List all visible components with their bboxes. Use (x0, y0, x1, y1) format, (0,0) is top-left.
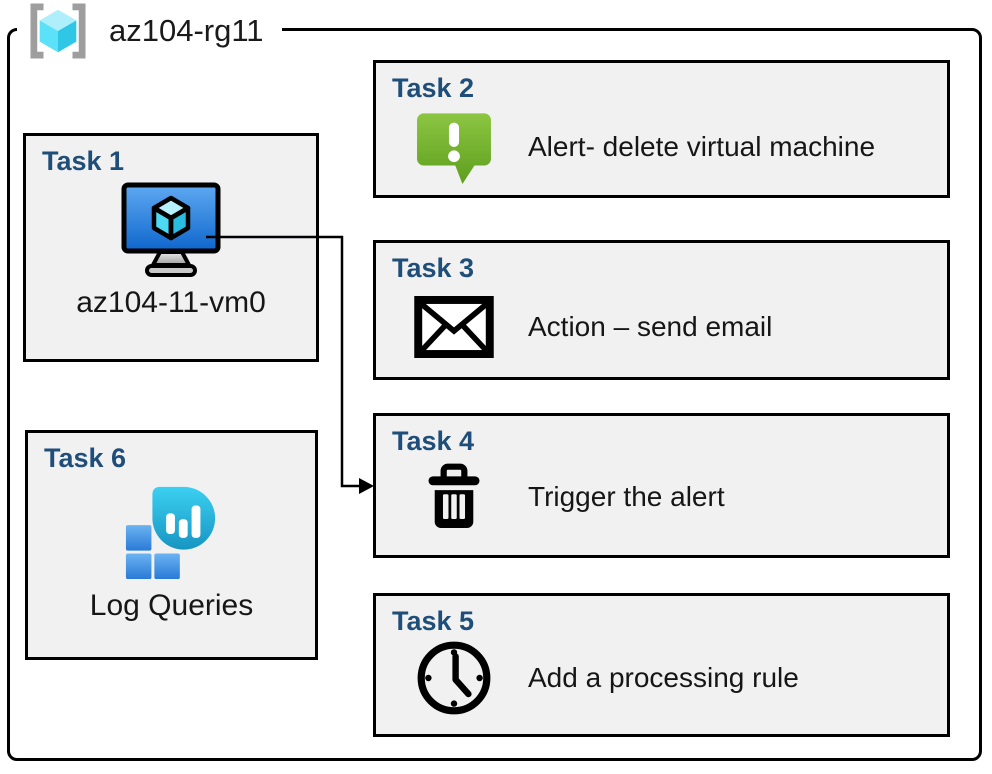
resource-group-icon (23, 3, 93, 59)
resource-group-name: az104-rg11 (109, 13, 264, 48)
task1-title: Task 1 (42, 146, 125, 176)
resource-group-header: az104-rg11 (17, 2, 282, 60)
log-analytics-icon (44, 483, 299, 581)
task6-label: Log Queries (89, 589, 254, 622)
virtual-machine-icon (42, 182, 300, 278)
task3-box: Task 3 Action – send email (373, 240, 950, 380)
clock-icon (406, 636, 502, 720)
task3-label: Action – send email (528, 311, 773, 342)
task1-label: az104-11-vm0 (76, 286, 266, 319)
task3-title: Task 3 (392, 253, 475, 283)
task5-title: Task 5 (392, 606, 475, 636)
task4-box: Task 4 Trigger the alert (373, 413, 950, 558)
task1-box: Task 1 az104-11-vm0 (23, 133, 319, 362)
task5-box: Task 5 Add a processing rule (373, 593, 950, 737)
task5-label: Add a processing rule (528, 662, 799, 693)
alert-message-icon (406, 105, 502, 189)
task6-title: Task 6 (44, 443, 127, 473)
task4-label: Trigger the alert (528, 481, 725, 512)
email-envelope-icon (406, 285, 502, 369)
task4-title: Task 4 (392, 426, 475, 456)
delete-trash-icon (406, 454, 502, 540)
task2-label: Alert- delete virtual machine (528, 131, 876, 162)
task2-box: Task 2 Alert- delete virtual machine (373, 60, 950, 198)
task2-title: Task 2 (392, 73, 475, 103)
task6-box: Task 6 Log Queries (25, 430, 318, 660)
